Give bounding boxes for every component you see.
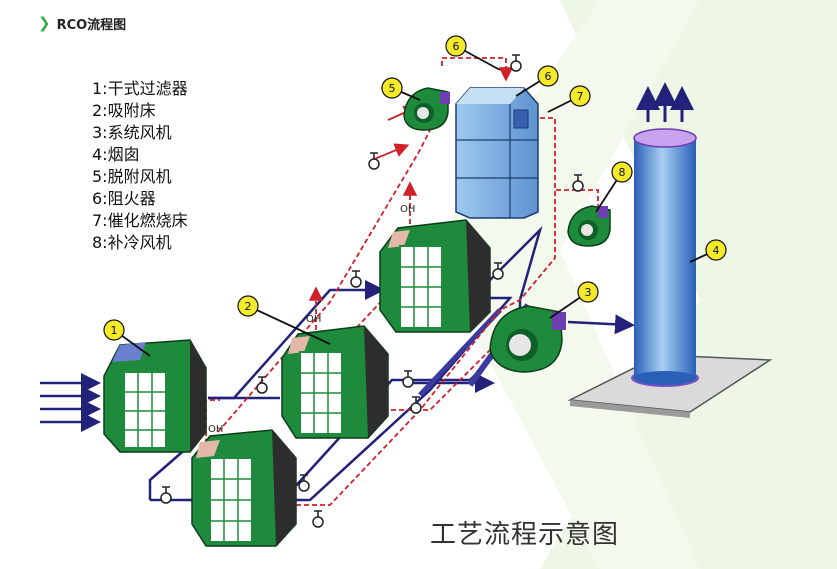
system-fan — [489, 305, 566, 373]
valve-icon — [402, 370, 414, 388]
valve-icon — [350, 270, 362, 288]
valve-icon — [160, 486, 172, 504]
marker-6: 6 — [515, 65, 559, 97]
catalytic-combustion-bed — [455, 87, 539, 219]
cooling-fan — [567, 205, 611, 247]
bg-chevron-shape — [540, 0, 837, 569]
chimney-base-edge — [570, 400, 690, 418]
valve-icon — [510, 54, 522, 72]
chimney-body — [634, 138, 696, 378]
oh-label: OH — [306, 314, 321, 325]
valves — [160, 54, 584, 528]
marker-label: 6 — [545, 70, 552, 83]
marker-label: 2 — [245, 300, 252, 313]
exhaust-arrows — [636, 82, 694, 122]
marker-label: 7 — [577, 90, 584, 103]
legend-item: 2:吸附床 — [92, 101, 156, 120]
diagram-caption: 工艺流程示意图 — [430, 520, 620, 550]
adsorption-bed-bottom — [191, 429, 297, 547]
bg-chevron-shape — [430, 0, 700, 569]
legend-item: 8:补冷风机 — [92, 233, 172, 252]
legend-item: 3:系统风机 — [92, 123, 172, 142]
inlet-arrows — [40, 373, 101, 432]
oh-label: OH — [208, 424, 223, 435]
marker-8: 8 — [595, 161, 633, 213]
legend-item: 1:干式过滤器 — [92, 79, 188, 98]
valve-icon — [256, 376, 268, 394]
valve-icon — [492, 262, 504, 280]
valve-icon — [298, 474, 310, 492]
header: ❯ RCO流程图 — [38, 14, 127, 34]
oh-label: OH — [400, 204, 415, 215]
legend-item: 5:脱附风机 — [92, 167, 172, 186]
marker-2: 2 — [237, 295, 331, 345]
equipment-legend: 1:干式过滤器 2:吸附床 3:系统风机 4:烟囱 5:脱附风机 6:阻火器 7… — [92, 78, 188, 254]
valve-icon — [368, 152, 380, 170]
equipment-markers: 1 2 3 4 5 6 6 7 8 — [103, 35, 727, 357]
marker-label: 4 — [713, 244, 720, 257]
marker-7: 7 — [547, 85, 591, 113]
marker-3: 3 — [549, 281, 599, 319]
chevron-right-icon: ❯ — [38, 14, 51, 32]
header-title: RCO流程图 — [56, 18, 127, 33]
main-duct-bar — [418, 308, 502, 397]
marker-label: 5 — [389, 82, 396, 95]
dry-filter — [103, 339, 207, 453]
chimney-top — [633, 128, 697, 148]
marker-label: 8 — [619, 166, 626, 179]
adsorption-bed-middle — [281, 325, 389, 439]
legend-item: 7:催化燃烧床 — [92, 211, 188, 230]
marker-4: 4 — [689, 239, 727, 263]
marker-label: 6 — [453, 40, 460, 53]
marker-6: 6 — [445, 35, 501, 71]
valve-icon — [410, 396, 422, 414]
adsorption-bed-top — [379, 219, 491, 333]
marker-label: 3 — [585, 286, 592, 299]
marker-5: 5 — [381, 77, 421, 101]
desorption-fan — [403, 87, 450, 131]
chimney-bottom — [634, 371, 696, 385]
marker-label: 1 — [111, 324, 118, 337]
valve-icon — [572, 174, 584, 192]
valve-icon — [312, 510, 324, 528]
legend-item: 6:阻火器 — [92, 189, 156, 208]
legend-item: 4:烟囱 — [92, 145, 140, 164]
marker-1: 1 — [103, 319, 151, 357]
